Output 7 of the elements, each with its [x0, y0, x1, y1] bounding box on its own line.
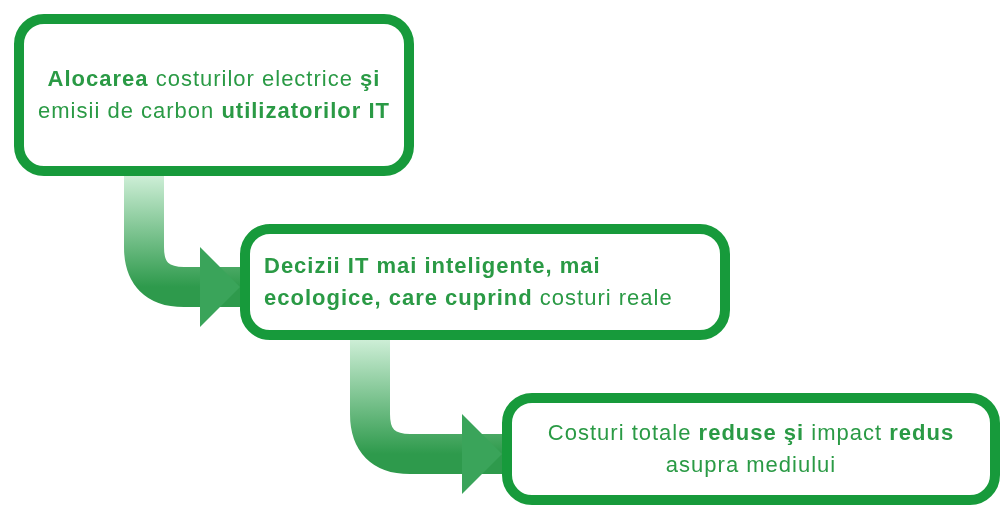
box-text: Alocarea costurilor electrice şi emisii de carbon utilizatorilor IT	[38, 65, 390, 125]
curved-arrow	[124, 176, 240, 327]
box-text: Decizii IT mai inteligente, mai ecologice, care cuprind costuri reale	[264, 252, 674, 312]
process-box	[502, 393, 1000, 505]
box-text: Costuri totale reduse şi impact redus asupra mediului	[546, 419, 956, 479]
process-box	[240, 224, 730, 340]
process-box	[14, 14, 414, 176]
